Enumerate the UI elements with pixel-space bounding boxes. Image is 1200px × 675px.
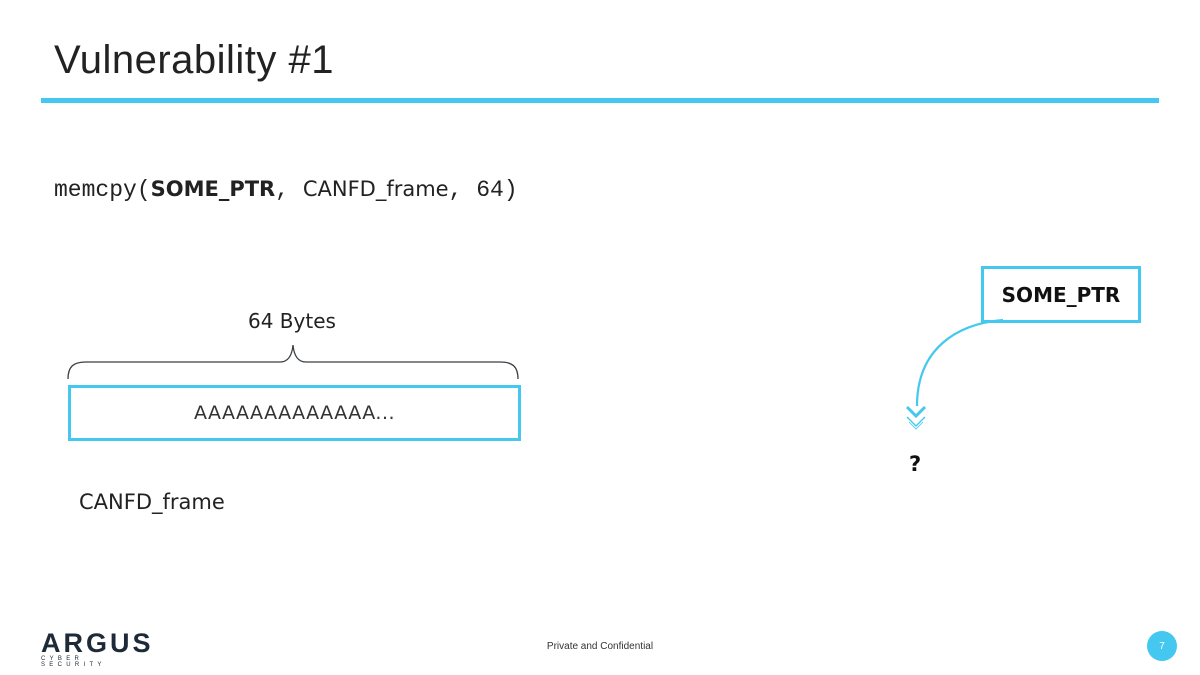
code-separator: , [275, 177, 303, 203]
size-label: 64 Bytes [248, 309, 336, 333]
code-close-paren: ) [503, 177, 518, 203]
argus-logo: ARGUS CYBER SECURITY [41, 628, 154, 669]
code-arg-frame: CANFD_frame [302, 177, 449, 201]
logo-tagline: CYBER SECURITY [41, 656, 106, 668]
unknown-destination: ? [909, 452, 922, 476]
curved-arrow-down-icon [905, 318, 1004, 430]
confidential-notice: Private and Confidential [546, 641, 654, 652]
buffer-content: AAAAAAAAAAAAA... [193, 402, 396, 424]
canfd-frame-buffer: AAAAAAAAAAAAA... [68, 385, 521, 441]
pointer-label: SOME_PTR [1001, 282, 1121, 307]
buffer-name-label: CANFD_frame [79, 490, 225, 514]
code-function: memcpy( [54, 177, 151, 203]
page-number-badge: 7 [1147, 631, 1177, 661]
code-arg-pointer: SOME_PTR [150, 177, 276, 201]
slide-title: Vulnerability #1 [54, 38, 335, 82]
code-statement: memcpy(SOME_PTR, CANFD_frame, 64) [54, 177, 518, 203]
pointer-box: SOME_PTR [981, 266, 1141, 323]
logo-wordmark: ARGUS [41, 628, 154, 658]
page-number: 7 [1159, 640, 1165, 652]
code-separator: , [448, 177, 477, 203]
title-underline [41, 98, 1159, 103]
curly-brace-icon [67, 344, 519, 380]
double-chevron-down-icon [905, 405, 927, 430]
code-arg-size: 64 [476, 177, 504, 203]
